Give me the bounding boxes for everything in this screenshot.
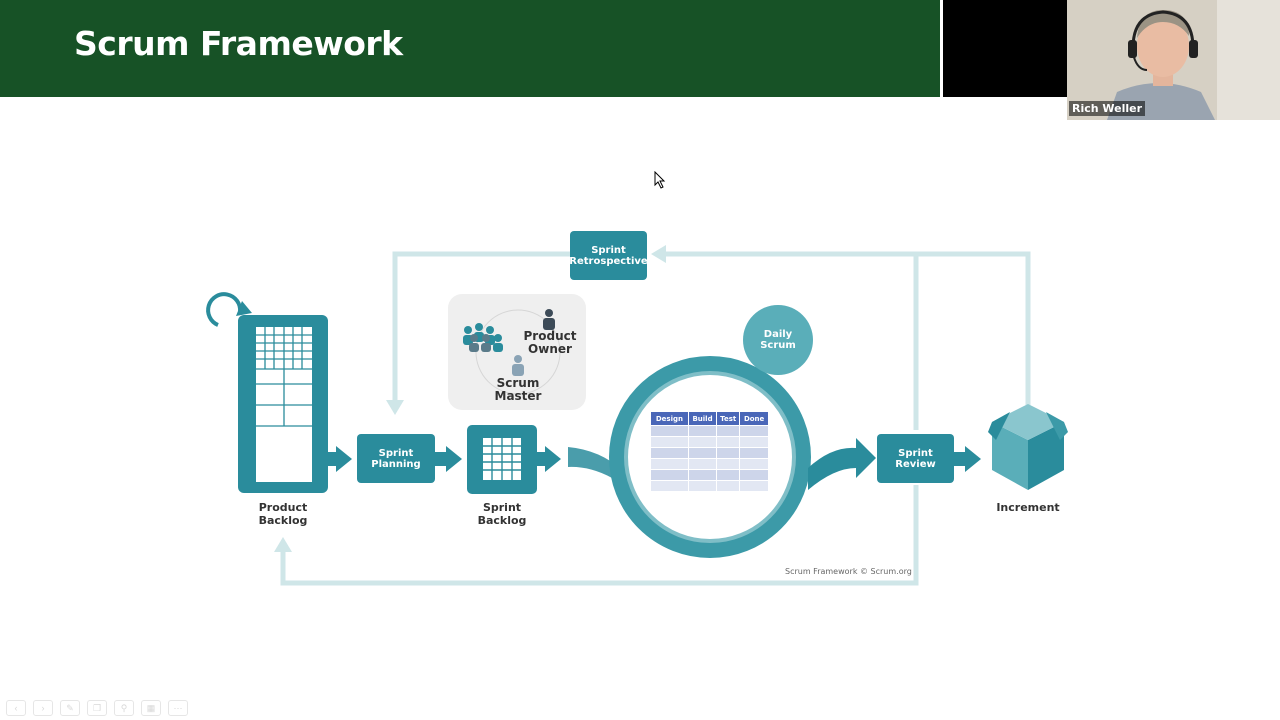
increment-box-icon — [988, 404, 1068, 490]
sprint-exit-arrow — [808, 438, 876, 490]
table-row — [650, 480, 769, 492]
table-row — [650, 425, 769, 437]
review-to-backlog-line — [280, 485, 919, 586]
flow-arrow-icon — [965, 446, 981, 472]
sprint-review-label: Sprint Review — [895, 447, 936, 470]
product-backlog-label: Product Backlog — [258, 501, 308, 527]
sprint-board-table: Design Build Test Done — [650, 411, 769, 492]
increment-loop-line — [916, 251, 1031, 405]
table-header-test: Test — [716, 411, 741, 426]
daily-scrum-label: Daily Scrum — [760, 329, 796, 351]
sprint-review-shape — [877, 434, 954, 483]
table-row — [650, 469, 769, 481]
team-people-icon — [463, 323, 503, 352]
slide-toolbar: ‹ › ✎ ❐ ⚲ ▦ ⋯ — [6, 700, 188, 716]
pen-icon[interactable]: ✎ — [60, 700, 80, 716]
sprint-entry-arrow — [568, 447, 622, 478]
slide-header: Scrum Framework — [0, 0, 940, 97]
scrum-master-label: Scrum Master — [494, 376, 542, 403]
retrospective-to-planning-line — [392, 251, 570, 405]
slide-title: Scrum Framework — [74, 24, 403, 63]
table-header-build: Build — [687, 411, 718, 426]
product-owner-label: Product Owner — [523, 329, 577, 356]
flow-arrow-icon — [336, 446, 352, 472]
table-header-done: Done — [739, 411, 769, 426]
participant-name: Rich Weller — [1069, 101, 1146, 116]
participant-avatar — [1067, 0, 1280, 120]
arrow-up-icon — [274, 537, 292, 552]
increment-label: Increment — [996, 501, 1060, 514]
table-row — [650, 436, 769, 448]
refresh-icon — [206, 292, 243, 327]
grid-icon[interactable]: ▦ — [141, 700, 161, 716]
participant-video[interactable]: Rich Weller — [1067, 0, 1280, 120]
sprint-cycle-ring — [609, 356, 811, 558]
zoom-icon[interactable]: ⚲ — [114, 700, 134, 716]
copy-icon[interactable]: ❐ — [87, 700, 107, 716]
arrow-down-icon — [386, 400, 404, 415]
next-icon[interactable]: › — [33, 700, 53, 716]
table-header-design: Design — [650, 411, 689, 426]
sprint-retrospective-label: Sprint Retrospective — [569, 244, 648, 267]
scrum-master-icon — [512, 355, 524, 376]
table-row — [650, 458, 769, 470]
video-background — [943, 0, 1067, 97]
sprint-planning-label: Sprint Planning — [371, 447, 421, 470]
table-row — [650, 447, 769, 459]
daily-scrum-shape — [743, 305, 813, 375]
prev-icon[interactable]: ‹ — [6, 700, 26, 716]
sprint-backlog-label: Sprint Backlog — [477, 501, 527, 527]
product-owner-icon — [543, 309, 555, 330]
sprint-planning-shape — [357, 434, 435, 483]
arrow-left-icon — [651, 245, 666, 263]
diagram-copyright: Scrum Framework © Scrum.org — [785, 567, 912, 576]
flow-arrow-icon — [446, 446, 462, 472]
more-icon[interactable]: ⋯ — [168, 700, 188, 716]
mouse-cursor-icon — [654, 171, 666, 189]
flow-arrow-icon — [545, 446, 561, 472]
sprint-retrospective-shape — [570, 231, 647, 280]
